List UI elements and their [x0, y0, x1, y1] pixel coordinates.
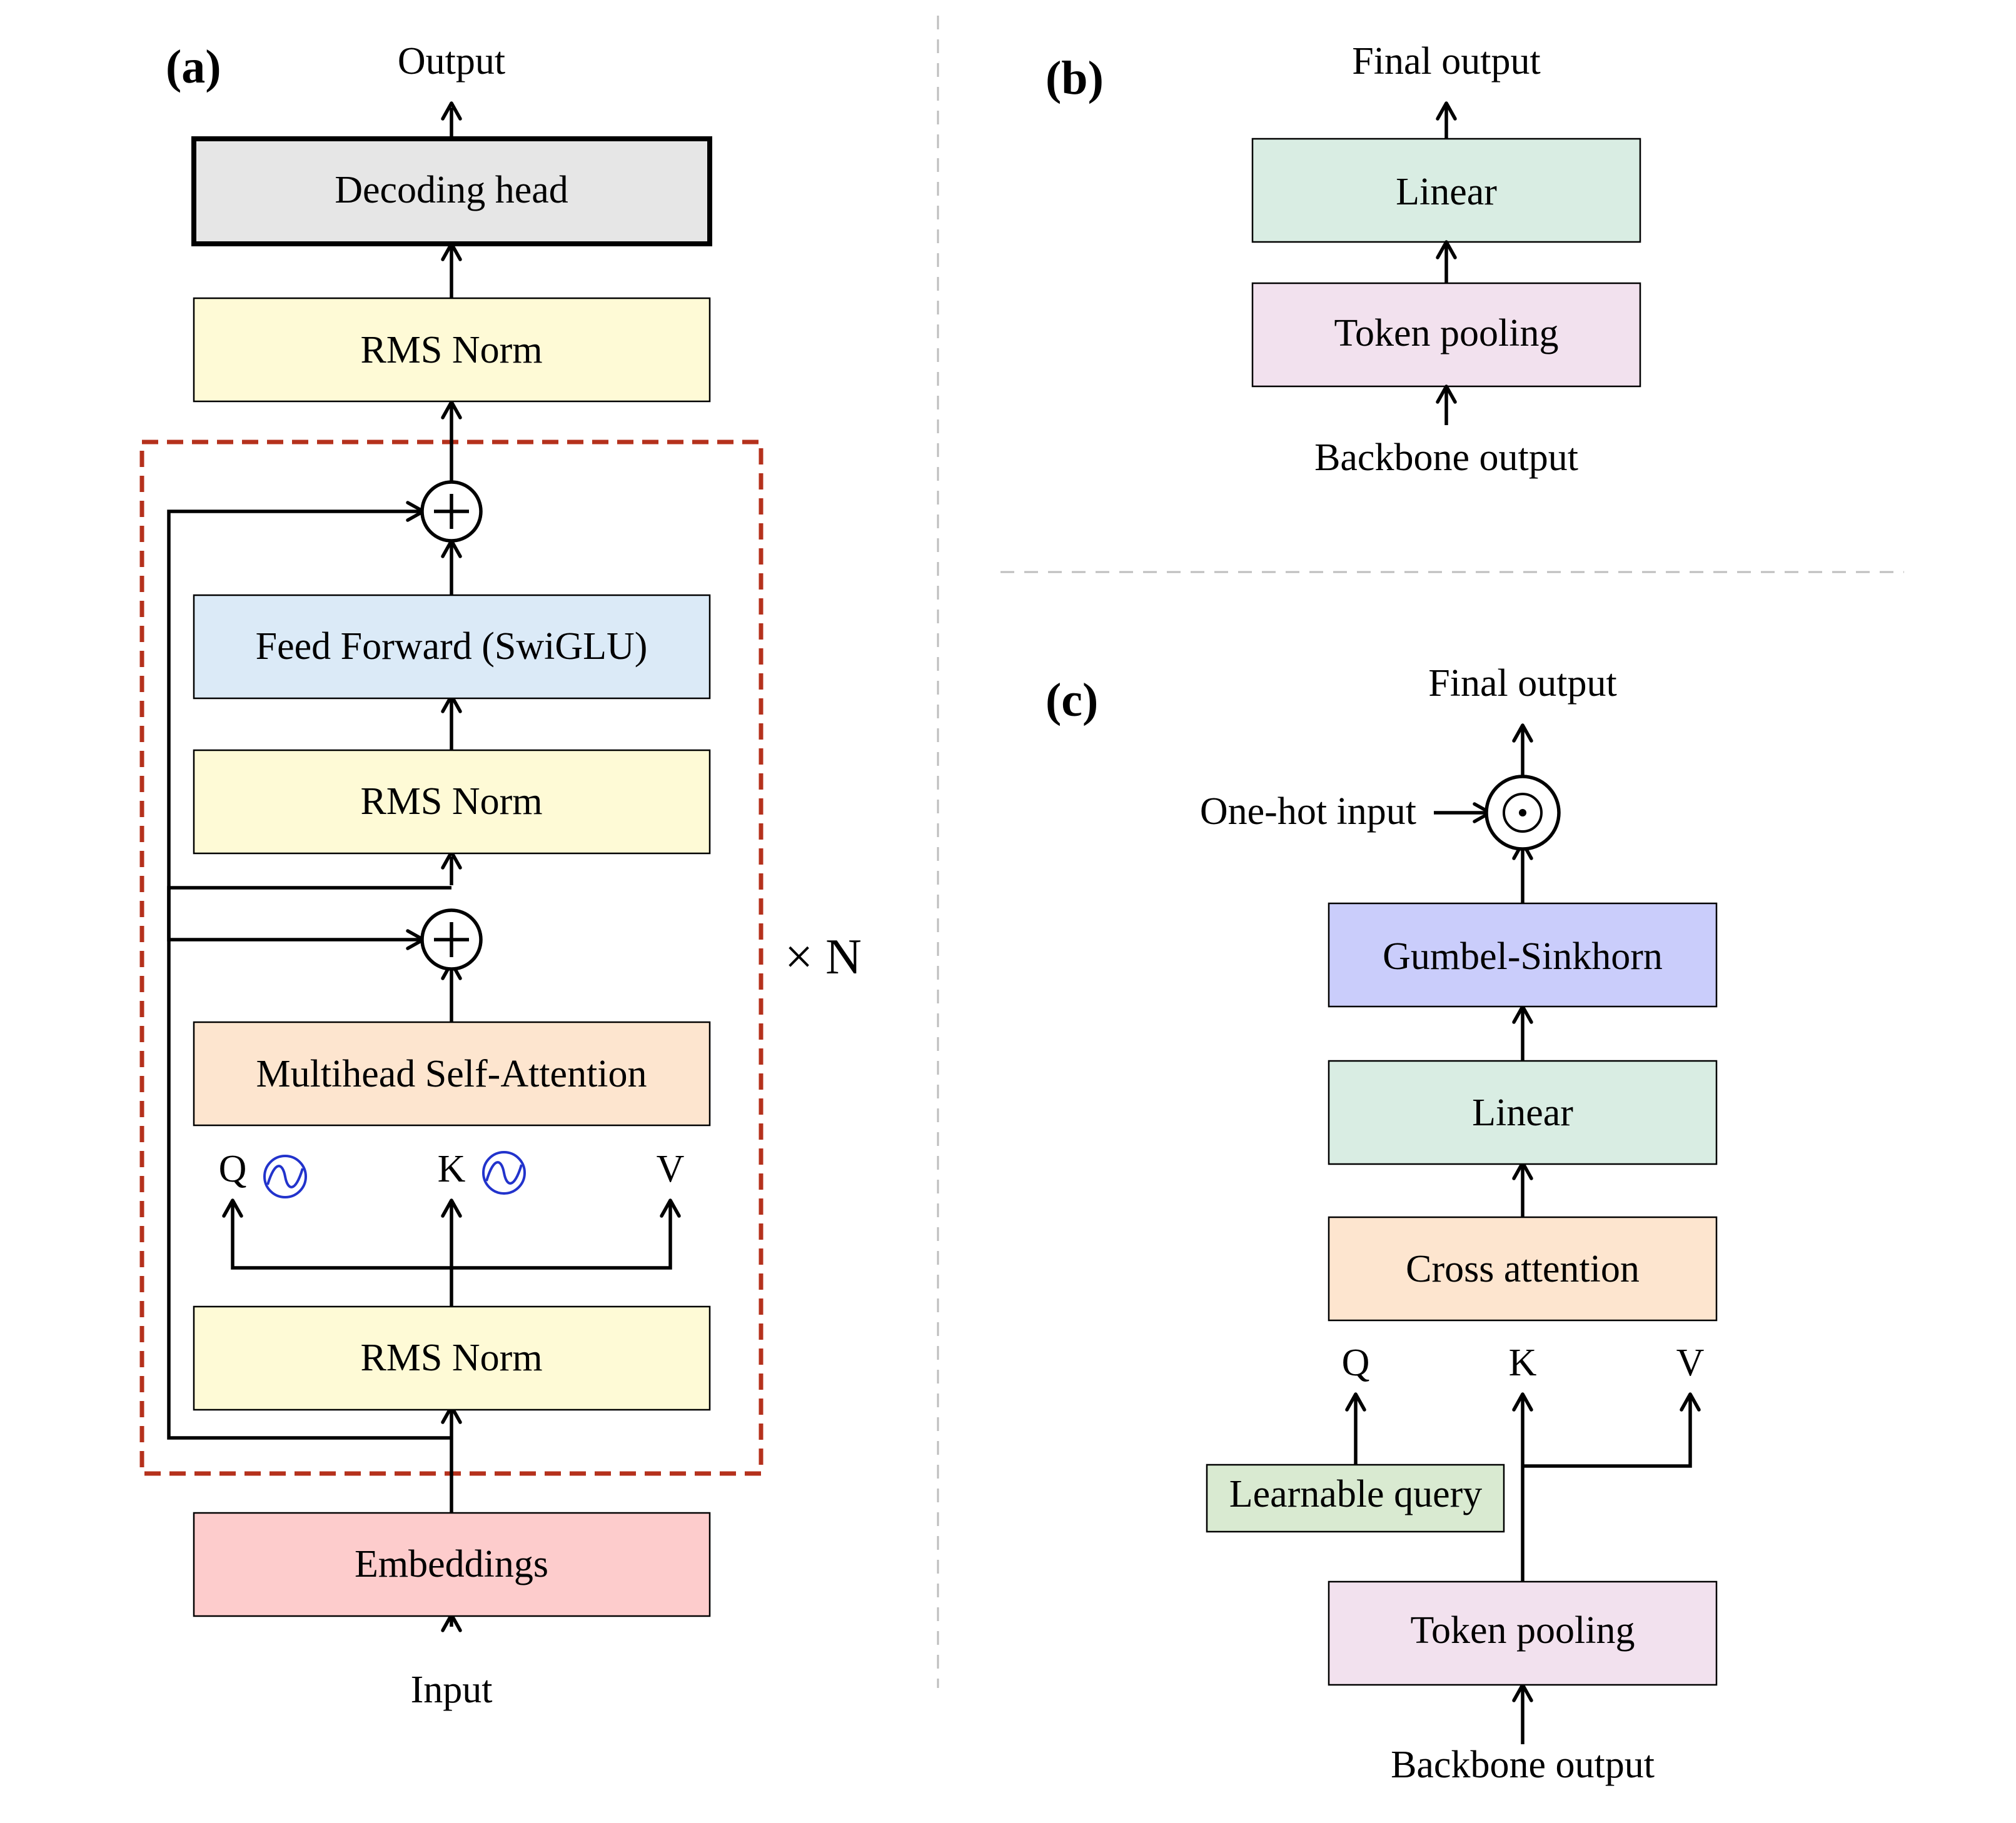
query-label: Q	[1342, 1342, 1370, 1384]
attn-rms-norm-box	[193, 1305, 711, 1411]
learnable-query-box	[1206, 1464, 1505, 1533]
key-label: K	[438, 1148, 466, 1190]
rotary-embedding-icon	[263, 1155, 307, 1198]
final-output-label: Final output	[1428, 662, 1616, 705]
attention-box	[193, 1021, 711, 1127]
token-pooling-box	[1251, 282, 1641, 388]
feed-forward-box	[193, 594, 711, 700]
linear-box	[1251, 138, 1641, 243]
final-rms-norm-label: RMS Norm	[360, 329, 542, 371]
ffn-rms-norm-box	[193, 749, 711, 855]
attention-label: Multihead Self-Attention	[256, 1053, 647, 1095]
panel-c: (c) Final output One-hot input	[1046, 662, 1718, 1786]
final-output-label: Final output	[1352, 40, 1540, 83]
embeddings-label: Embeddings	[355, 1543, 548, 1585]
token-pooling-label: Token pooling	[1410, 1609, 1635, 1652]
linear-label: Linear	[1396, 171, 1497, 213]
gumbel-sinkhorn-label: Gumbel-Sinkhorn	[1383, 935, 1663, 978]
gumbel-sinkhorn-box	[1328, 902, 1718, 1008]
decoding-head-box	[191, 136, 712, 246]
repeat-count-label: × N	[785, 930, 862, 985]
final-rms-norm-box	[193, 297, 711, 403]
linear-label: Linear	[1472, 1092, 1573, 1134]
learnable-query-label: Learnable query	[1229, 1473, 1482, 1515]
token-pooling-label: Token pooling	[1334, 312, 1558, 354]
embeddings-box	[193, 1512, 711, 1617]
panel-a-wires	[167, 108, 672, 1627]
value-label: V	[1676, 1342, 1705, 1384]
add-op-plus	[434, 922, 469, 957]
add-op-plus	[434, 494, 469, 529]
token-pooling-box	[1328, 1580, 1718, 1686]
panel-a-tag: (a)	[166, 41, 221, 93]
backbone-output-label: Backbone output	[1314, 436, 1578, 479]
input-label: Input	[411, 1669, 493, 1711]
panel-c-tag: (c)	[1046, 674, 1098, 726]
one-hot-input-label: One-hot input	[1200, 790, 1416, 833]
linear-box	[1328, 1060, 1718, 1165]
panel-b-tag: (b)	[1046, 52, 1104, 104]
attn-rms-norm-label: RMS Norm	[360, 1337, 542, 1379]
panel-c-wires	[1354, 728, 1692, 1744]
cross-attention-label: Cross attention	[1406, 1248, 1640, 1290]
cross-attention-box	[1328, 1216, 1718, 1322]
rotary-embedding-icon	[482, 1151, 526, 1195]
key-label: K	[1509, 1342, 1537, 1384]
panel-b: (b) Final output Linear Token pooling Ba…	[1046, 40, 1641, 479]
hadamard-product-dot	[1519, 809, 1526, 816]
decoding-head-label: Decoding head	[335, 169, 568, 211]
value-label: V	[657, 1148, 685, 1190]
output-label: Output	[398, 40, 505, 83]
backbone-output-label: Backbone output	[1391, 1744, 1655, 1786]
ffn-rms-norm-label: RMS Norm	[360, 780, 542, 823]
feed-forward-label: Feed Forward (SwiGLU)	[256, 625, 648, 668]
query-label: Q	[219, 1148, 247, 1190]
panel-a: (a) Output × N	[139, 40, 862, 1711]
